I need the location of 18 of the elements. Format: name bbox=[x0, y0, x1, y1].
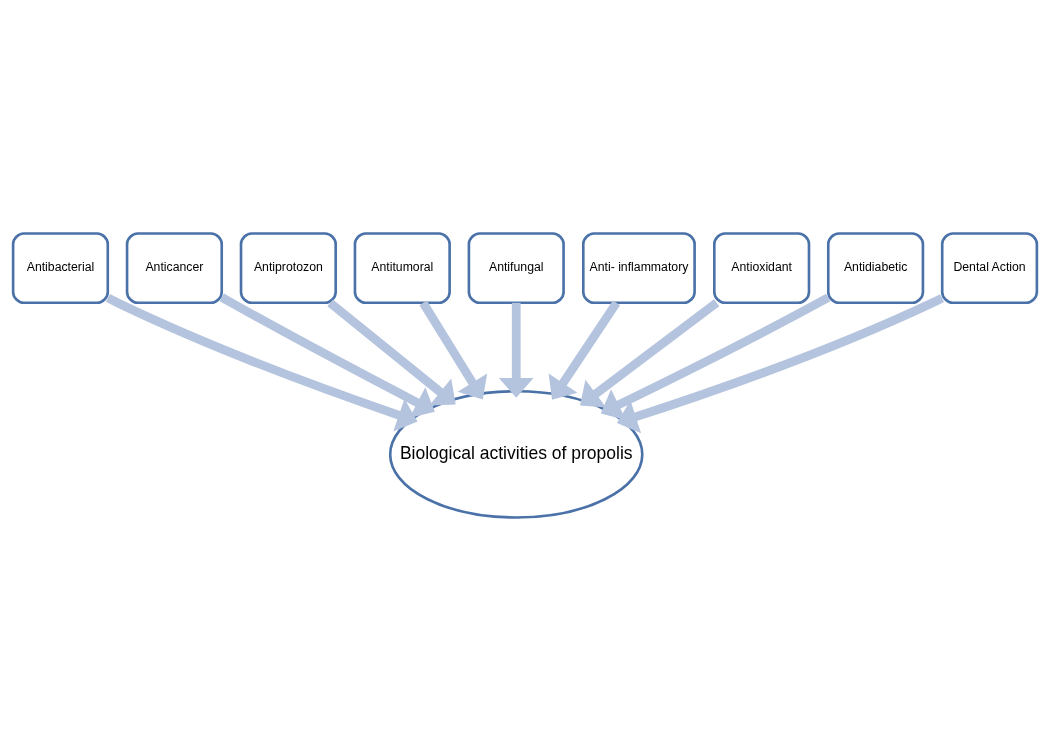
arrow bbox=[419, 300, 488, 400]
node-box: Antitumoral bbox=[353, 232, 451, 305]
node-box: Anti- inflammatory bbox=[581, 232, 696, 305]
node-box: Anticancer bbox=[125, 232, 224, 305]
arrow bbox=[616, 294, 945, 434]
node-box: Antioxidant bbox=[713, 232, 811, 305]
arrow bbox=[105, 294, 418, 432]
arrow bbox=[327, 299, 456, 406]
arrow bbox=[548, 300, 621, 400]
arrow bbox=[498, 302, 534, 398]
node-box: Antibacterial bbox=[11, 232, 110, 305]
arrow bbox=[580, 299, 720, 408]
node-box: Antifungal bbox=[467, 232, 565, 305]
arrow bbox=[600, 293, 831, 421]
arrow bbox=[219, 293, 435, 419]
node-box: Dental Action bbox=[940, 232, 1039, 305]
node-box: Antiprotozon bbox=[239, 232, 337, 305]
node-box: Antidiabetic bbox=[826, 232, 925, 305]
